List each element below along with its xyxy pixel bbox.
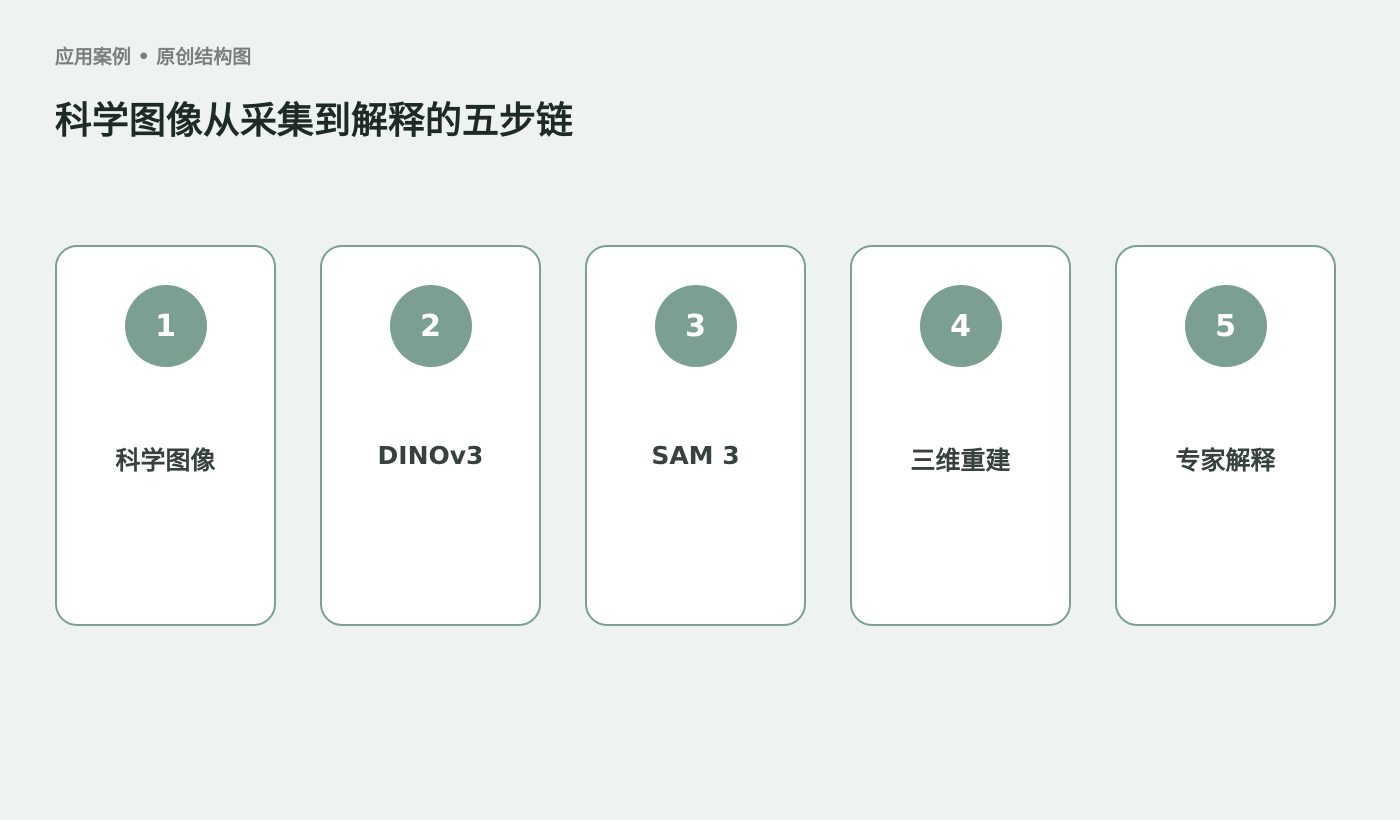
step-card-2: 2 DINOv3 xyxy=(320,245,541,626)
step-chain: 1 科学图像 2 DINOv3 3 SAM 3 4 三维重建 5 专家解释 xyxy=(55,245,1336,626)
step-label: SAM 3 xyxy=(651,441,740,470)
step-number-badge: 1 xyxy=(124,285,207,367)
step-card-3: 3 SAM 3 xyxy=(585,245,806,626)
step-card-1: 1 科学图像 xyxy=(55,245,276,626)
step-label: DINOv3 xyxy=(377,441,484,470)
step-card-5: 5 专家解释 xyxy=(1115,245,1336,626)
step-label: 专家解释 xyxy=(1175,446,1276,475)
step-number-badge: 5 xyxy=(1184,285,1267,367)
step-label: 科学图像 xyxy=(115,446,216,475)
step-number-badge: 4 xyxy=(919,285,1002,367)
eyebrow-caption: 应用案例 • 原创结构图 xyxy=(55,46,252,68)
page-title: 科学图像从采集到解释的五步链 xyxy=(55,99,573,142)
step-card-4: 4 三维重建 xyxy=(850,245,1071,626)
step-label: 三维重建 xyxy=(910,446,1011,475)
step-number-badge: 3 xyxy=(654,285,737,367)
step-number-badge: 2 xyxy=(389,285,472,367)
